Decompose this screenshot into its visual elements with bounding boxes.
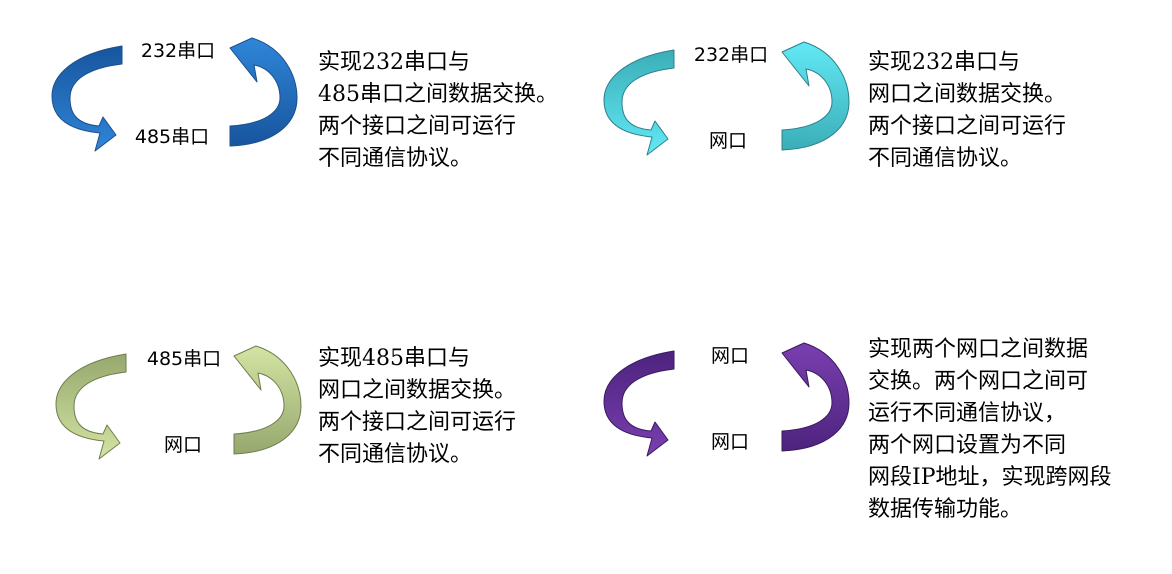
top-port-label: 网口 (710, 345, 750, 367)
left-curved-arrow (603, 350, 675, 457)
cycle-arrows-1 (51, 37, 298, 152)
right-curved-arrow (781, 41, 850, 151)
left-curved-arrow (55, 353, 127, 460)
right-curved-arrow (781, 342, 850, 452)
bottom-port-label: 网口 (163, 434, 203, 456)
top-port-label: 232串口 (140, 40, 216, 62)
top-port-label: 485串口 (146, 348, 222, 370)
right-curved-arrow (229, 37, 298, 147)
bottom-port-label: 网口 (708, 130, 748, 152)
description-3: 实现485串口与 网口之间数据交换。 两个接口之间可运行 不同通信协议。 (318, 346, 517, 467)
left-curved-arrow (51, 45, 123, 152)
right-curved-arrow (233, 345, 302, 455)
cycle-arrows-4 (603, 342, 850, 457)
cycle-diagram-3: 485串口 网口 (55, 345, 302, 462)
description-4: 实现两个网口之间数据 交换。两个网口之间可 运行不同通信协议， 两个网口设置为不… (868, 337, 1112, 522)
cycle-diagram-2: 232串口 网口 (603, 41, 850, 158)
cycle-diagram-4: 网口 网口 (603, 342, 850, 459)
cycle-arrows-2 (603, 41, 850, 156)
bottom-port-label: 网口 (710, 431, 750, 453)
description-1: 实现232串口与 485串口之间数据交换。 两个接口之间可运行 不同通信协议。 (318, 50, 558, 171)
bottom-port-label: 485串口 (134, 126, 210, 148)
top-port-label: 232串口 (693, 44, 769, 66)
left-curved-arrow (603, 49, 675, 156)
cycle-diagram-1: 232串口 485串口 (51, 37, 298, 154)
cycle-arrows-3 (55, 345, 302, 460)
description-2: 实现232串口与 网口之间数据交换。 两个接口之间可运行 不同通信协议。 (868, 50, 1067, 171)
